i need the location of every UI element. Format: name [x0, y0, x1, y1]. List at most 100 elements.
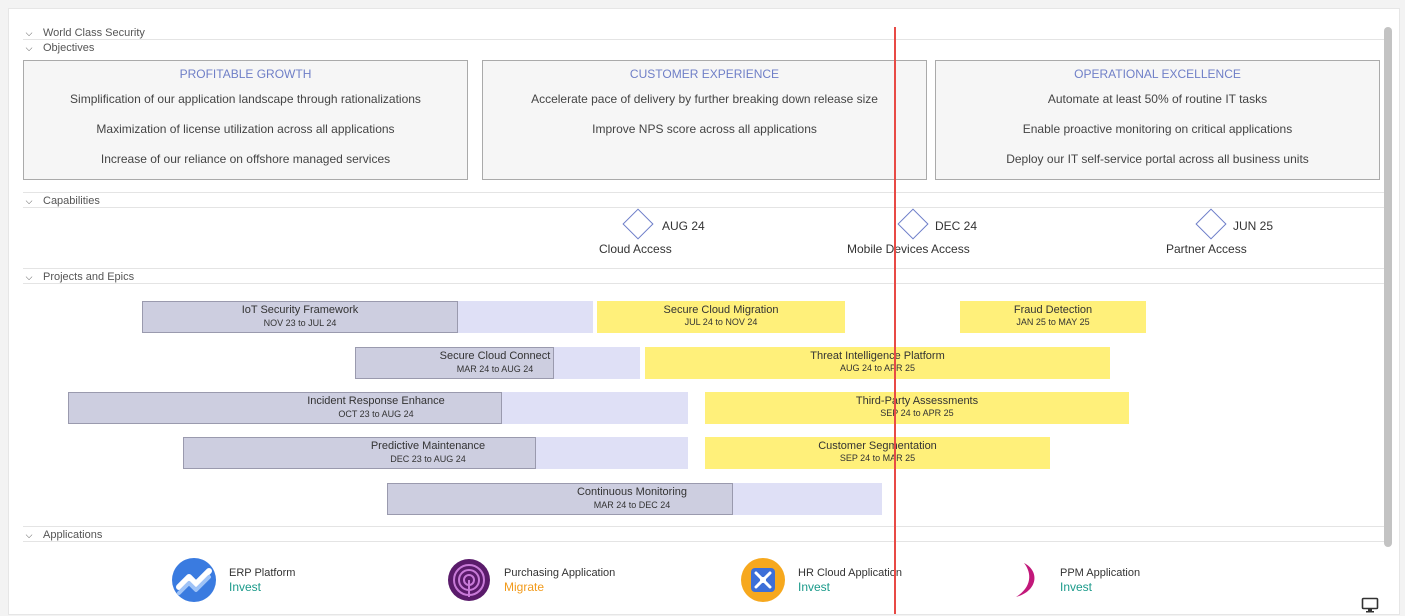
objective-item: Enable proactive monitoring on critical … — [1022, 122, 1293, 136]
project-bar-label: Continuous Monitoring MAR 24 to DEC 24 — [387, 486, 877, 512]
project-bar-progress — [183, 437, 536, 469]
project-bar-progress — [142, 301, 458, 333]
objective-title: CUSTOMER EXPERIENCE — [629, 67, 780, 81]
divider — [23, 39, 1387, 40]
project-bar-progress — [355, 347, 554, 379]
epic-name: Threat Intelligence Platform — [810, 350, 945, 362]
root-header[interactable]: ⌵ World Class Security — [23, 27, 145, 39]
epic-name: Secure Cloud Migration — [663, 304, 779, 316]
capability-name: Partner Access — [1166, 242, 1247, 256]
today-line — [894, 27, 896, 614]
application-status: Invest — [1060, 580, 1093, 594]
chevron-down-icon[interactable]: ⌵ — [25, 42, 33, 53]
application-name: Purchasing Application — [504, 567, 616, 579]
application-name: HR Cloud Application — [798, 567, 902, 579]
project-dates: OCT 23 to AUG 24 — [338, 409, 414, 419]
project-name: Predictive Maintenance — [370, 440, 486, 452]
milestone-diamond-icon[interactable] — [622, 208, 654, 240]
objective-item: Improve NPS score across all application… — [592, 122, 817, 136]
capability-name: Mobile Devices Access — [847, 242, 970, 256]
divider — [23, 192, 1387, 193]
objective-item: Automate at least 50% of routine IT task… — [1047, 92, 1268, 106]
epic-name: Fraud Detection — [1013, 304, 1093, 316]
project-dates: MAR 24 to DEC 24 — [593, 500, 671, 510]
application-status: Migrate — [504, 580, 545, 594]
epic-dates: JUL 24 to NOV 24 — [684, 317, 758, 327]
application-name: ERP Platform — [229, 567, 296, 579]
objective-card: CUSTOMER EXPERIENCE Accelerate pace of d… — [482, 60, 927, 180]
applications-label: Applications — [43, 529, 103, 541]
applications-header[interactable]: ⌵ Applications — [23, 529, 103, 541]
presentation-monitor-icon[interactable] — [1361, 597, 1379, 614]
objective-item: Deploy our IT self-service portal across… — [1006, 152, 1309, 166]
erp-icon — [172, 558, 216, 602]
divider — [23, 526, 1387, 527]
project-name: Secure Cloud Connect — [439, 350, 551, 362]
objective-title: PROFITABLE GROWTH — [179, 67, 312, 81]
epic-bar[interactable]: Secure Cloud Migration JUL 24 to NOV 24 — [597, 301, 845, 333]
objective-card: PROFITABLE GROWTH Simplification of our … — [23, 60, 468, 180]
project-name: Incident Response Enhance — [307, 395, 445, 407]
project-bar-label: Predictive Maintenance DEC 23 to AUG 24 — [183, 440, 673, 466]
objective-title: OPERATIONAL EXCELLENCE — [1074, 67, 1241, 81]
milestone-diamond-icon[interactable] — [897, 208, 929, 240]
vertical-scrollbar[interactable] — [1384, 27, 1392, 547]
objective-card: OPERATIONAL EXCELLENCE Automate at least… — [935, 60, 1380, 180]
ppm-icon — [1016, 563, 1035, 597]
capability-date: JUN 25 — [1233, 219, 1274, 233]
application-status: Invest — [798, 580, 831, 594]
capabilities-header[interactable]: ⌵ Capabilities — [23, 195, 100, 207]
objective-item: Maximization of license utilization acro… — [96, 122, 395, 136]
projects-header[interactable]: ⌵ Projects and Epics — [23, 271, 135, 283]
project-bar-progress — [387, 483, 733, 515]
project-bar-label: IoT Security Framework NOV 23 to JUL 24 — [142, 304, 458, 330]
epic-dates: SEP 24 to MAR 25 — [839, 453, 916, 463]
epic-dates: AUG 24 to APR 25 — [839, 363, 916, 373]
divider — [23, 283, 1387, 284]
project-dates: DEC 23 to AUG 24 — [390, 454, 466, 464]
divider — [23, 268, 1387, 269]
objective-item: Accelerate pace of delivery by further b… — [531, 92, 878, 106]
project-name: Continuous Monitoring — [576, 486, 688, 498]
epic-dates: JAN 25 to MAY 25 — [1016, 317, 1090, 327]
epic-name: Third-Party Assessments — [855, 395, 979, 407]
project-name: IoT Security Framework — [241, 304, 359, 316]
project-bar[interactable]: IoT Security Framework NOV 23 to JUL 24 — [142, 301, 593, 333]
objectives-label: Objectives — [43, 42, 95, 54]
epic-bar[interactable]: Third-Party Assessments SEP 24 to APR 25 — [705, 392, 1129, 424]
epic-dates: SEP 24 to APR 25 — [880, 408, 954, 418]
capability-date: DEC 24 — [935, 219, 978, 233]
objective-item: Simplification of our application landsc… — [70, 92, 421, 106]
project-bar-label: Secure Cloud Connect MAR 24 to AUG 24 — [375, 350, 615, 376]
project-dates: NOV 23 to JUL 24 — [263, 318, 337, 328]
hr-cloud-icon — [741, 558, 785, 602]
epic-bar[interactable]: Customer Segmentation SEP 24 to MAR 25 — [705, 437, 1050, 469]
project-bar-progress — [68, 392, 502, 424]
divider — [23, 207, 1387, 208]
chevron-down-icon[interactable]: ⌵ — [25, 27, 33, 38]
application-name: PPM Application — [1060, 567, 1141, 579]
application-status: Invest — [229, 580, 262, 594]
capabilities-label: Capabilities — [43, 195, 100, 207]
project-bar[interactable]: Predictive Maintenance DEC 23 to AUG 24 — [183, 437, 688, 469]
objective-item: Increase of our reliance on offshore man… — [100, 152, 391, 166]
objectives-header[interactable]: ⌵ Objectives — [23, 42, 95, 54]
epic-bar[interactable]: Threat Intelligence Platform AUG 24 to A… — [645, 347, 1110, 379]
purchasing-icon — [448, 559, 490, 601]
root-label: World Class Security — [43, 27, 145, 39]
project-bar[interactable]: Continuous Monitoring MAR 24 to DEC 24 — [387, 483, 882, 515]
roadmap-canvas: ⌵ World Class Security ⌵ Objectives PROF… — [8, 8, 1400, 615]
project-bar-label: Incident Response Enhance OCT 23 to AUG … — [68, 395, 684, 421]
capability-name: Cloud Access — [599, 242, 672, 256]
chevron-down-icon[interactable]: ⌵ — [25, 529, 33, 540]
divider — [23, 541, 1387, 542]
projects-label: Projects and Epics — [43, 271, 135, 283]
chevron-down-icon[interactable]: ⌵ — [25, 271, 33, 282]
epic-bar[interactable]: Fraud Detection JAN 25 to MAY 25 — [960, 301, 1146, 333]
capability-date: AUG 24 — [662, 219, 705, 233]
project-bar[interactable]: Secure Cloud Connect MAR 24 to AUG 24 — [355, 347, 640, 379]
project-bar[interactable]: Incident Response Enhance OCT 23 to AUG … — [68, 392, 688, 424]
milestone-diamond-icon[interactable] — [1195, 208, 1227, 240]
project-dates: MAR 24 to AUG 24 — [456, 364, 534, 374]
chevron-down-icon[interactable]: ⌵ — [25, 195, 33, 206]
